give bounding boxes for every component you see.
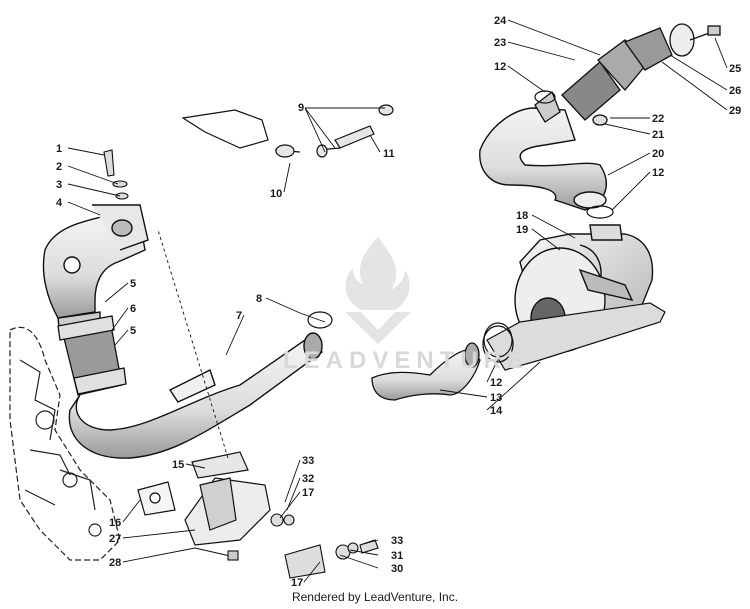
callout-numbers: 1 2 3 4 5 6 5 8 7 9 10 11 24 23 12 25 26… — [56, 15, 741, 589]
clamp-parts-12 — [307, 90, 614, 358]
callout-2: 2 — [56, 161, 62, 173]
callout-1: 1 — [56, 143, 62, 155]
callout-10: 10 — [270, 188, 282, 200]
callout-12-outlet: 12 — [490, 377, 502, 389]
callout-14: 14 — [490, 405, 503, 417]
callout-12-top: 12 — [494, 61, 506, 73]
hardware-parts-30-33 — [270, 513, 379, 579]
callout-26: 26 — [729, 85, 741, 97]
coupler-sleeve-part-6 — [57, 315, 127, 396]
callout-33-upper: 33 — [302, 455, 314, 467]
callout-25: 25 — [729, 63, 741, 75]
callout-11: 11 — [383, 148, 395, 160]
bracket-part-15 — [191, 451, 249, 479]
callout-15: 15 — [172, 459, 184, 471]
callout-17-lower: 17 — [291, 577, 303, 589]
callout-19: 19 — [516, 224, 528, 236]
callout-9: 9 — [298, 102, 304, 114]
engine-block-outline — [9, 326, 121, 561]
callout-33-lower: 33 — [391, 535, 403, 547]
callout-21: 21 — [652, 129, 664, 141]
leadventure-watermark: LEADVENTURE — [283, 232, 530, 382]
watermark-text: LEADVENTURE — [283, 347, 530, 374]
credit-footer: Rendered by LeadVenture, Inc. — [291, 590, 459, 604]
exhaust-manifold-part-4 — [42, 204, 149, 337]
callout-5-lower: 5 — [130, 325, 136, 337]
callout-7: 7 — [236, 310, 242, 322]
expansion-chamber-part-7 — [68, 332, 324, 459]
callout-32: 32 — [302, 473, 314, 485]
callout-27: 27 — [109, 533, 121, 545]
callout-28: 28 — [109, 557, 121, 569]
fittings-parts-9-11 — [181, 104, 394, 158]
callout-20: 20 — [652, 148, 664, 160]
callout-13: 13 — [490, 392, 502, 404]
callout-4: 4 — [56, 197, 63, 209]
leader-lines — [67, 19, 728, 583]
callout-5-upper: 5 — [130, 278, 136, 290]
callout-23: 23 — [494, 37, 506, 49]
mount-plate-part-27 — [137, 477, 271, 546]
flame-logo-icon — [345, 237, 411, 344]
bolt-part-28 — [194, 547, 239, 561]
callout-31: 31 — [391, 550, 403, 562]
callout-22: 22 — [652, 113, 664, 125]
callout-24: 24 — [494, 15, 507, 27]
tailpipe-part-13 — [371, 325, 514, 401]
heat-shield-part-14 — [486, 302, 666, 371]
callout-12-elbow: 12 — [652, 167, 664, 179]
callout-17-upper: 17 — [302, 487, 314, 499]
callout-18: 18 — [516, 210, 528, 222]
callout-16: 16 — [109, 517, 121, 529]
bolt-part-1 — [103, 149, 129, 200]
callout-29: 29 — [729, 105, 741, 117]
callout-6: 6 — [130, 303, 136, 315]
callout-30: 30 — [391, 563, 403, 575]
inlet-elbow-part-20 — [479, 107, 623, 241]
callout-8: 8 — [256, 293, 262, 305]
callout-3: 3 — [56, 179, 62, 191]
